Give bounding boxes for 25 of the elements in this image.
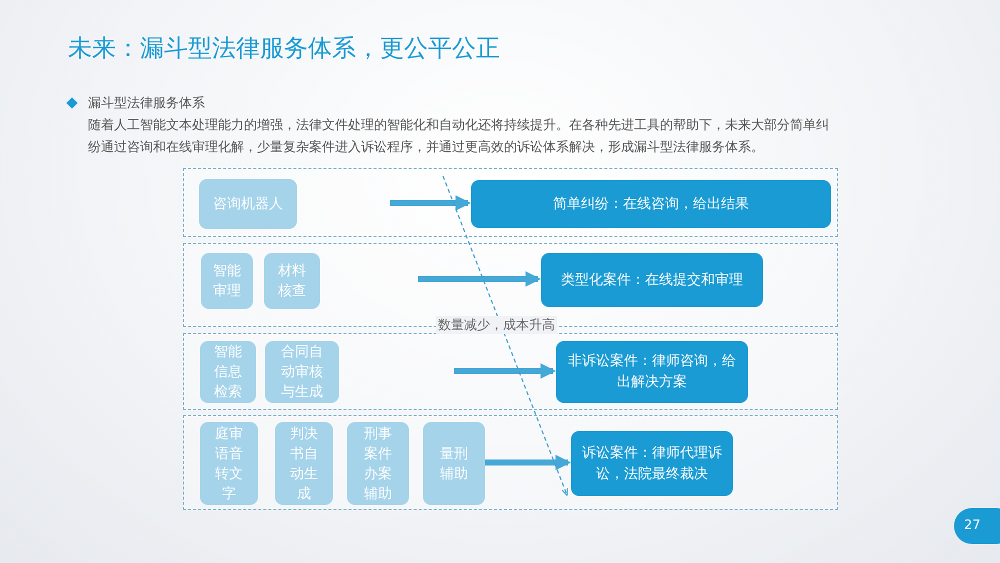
tool-box: 合同自动审核与生成 bbox=[265, 341, 339, 403]
tool-box: 量刑辅助 bbox=[423, 422, 485, 505]
dashed-band bbox=[183, 168, 838, 237]
tool-box: 智能信息检索 bbox=[200, 341, 256, 403]
description-paragraph: 随着人工智能文本处理能力的增强，法律文件处理的智能化和自动化还将持续提升。在各种先进工具的帮助下，未来大部分简单纠纷通过咨询和在线审理化解，少量复杂案件进入诉讼程序，并通过更高效的诉讼体系解决，形成漏斗型法律服务体系。 bbox=[88, 117, 830, 157]
slide-title: 未来：漏斗型法律服务体系，更公平公正 bbox=[68, 33, 500, 64]
arrow bbox=[390, 195, 472, 211]
tool-box: 判决书自动生成 bbox=[275, 422, 333, 505]
tool-box: 庭审语音转文字 bbox=[200, 422, 258, 505]
arrow bbox=[454, 363, 556, 379]
tool-box: 智能审理 bbox=[201, 253, 253, 309]
outcome-box: 简单纠纷：在线咨询，给出结果 bbox=[471, 180, 831, 228]
tool-box: 材料核查 bbox=[264, 253, 320, 309]
section-heading: 漏斗型法律服务体系 bbox=[88, 95, 205, 112]
trend-note: 数量减少，成本升高 bbox=[436, 316, 557, 334]
tool-box: 刑事案件办案辅助 bbox=[347, 422, 409, 505]
dashed-band bbox=[183, 333, 838, 410]
tool-box: 咨询机器人 bbox=[199, 179, 297, 229]
page-number: 27 bbox=[954, 508, 1000, 544]
arrow bbox=[418, 271, 542, 287]
outcome-box: 诉讼案件：律师代理诉讼，法院最终裁决 bbox=[571, 431, 733, 496]
dashed-band bbox=[183, 415, 838, 510]
outcome-box: 类型化案件：在线提交和审理 bbox=[541, 253, 763, 307]
arrow bbox=[484, 454, 572, 470]
outcome-box: 非诉讼案件：律师咨询，给出解决方案 bbox=[556, 341, 748, 403]
